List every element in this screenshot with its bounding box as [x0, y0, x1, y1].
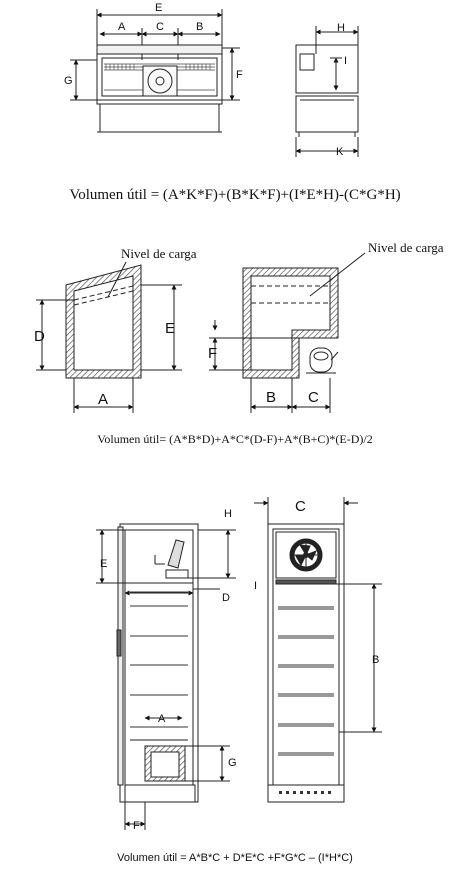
diagram3-side-view — [96, 523, 236, 830]
fan-icon — [289, 538, 323, 572]
diagram3-front-view — [254, 497, 382, 803]
label-F: F — [208, 345, 217, 362]
compressor-icon — [306, 347, 339, 374]
label-C: C — [295, 498, 306, 515]
fan-icon — [147, 68, 173, 94]
formula-1: Volumen útil = (A*K*F)+(B*K*F)+(I*E*H)-(… — [69, 187, 401, 203]
label-F: F — [133, 820, 140, 832]
label-I: I — [344, 55, 347, 67]
label-C: C — [308, 389, 319, 406]
label-G: G — [64, 75, 73, 87]
label-A: A — [158, 713, 166, 725]
label-D: D — [222, 592, 230, 604]
label-nivel-de-carga-right: Nivel de carga — [368, 240, 444, 255]
label-H: H — [337, 22, 345, 34]
diagram1-side-view — [295, 26, 359, 157]
label-I: I — [254, 580, 257, 592]
diagram1-labels: E A C B G F H I K — [64, 2, 347, 158]
label-G: G — [228, 757, 237, 769]
diagram2-labels: Nivel de carga Nivel de carga D E A F B … — [34, 240, 444, 408]
label-nivel-de-carga-left: Nivel de carga — [121, 246, 197, 261]
label-A: A — [98, 391, 108, 408]
label-E: E — [100, 558, 107, 570]
diagram2-left-section — [36, 261, 182, 413]
label-E: E — [165, 320, 175, 337]
label-K: K — [336, 146, 344, 158]
label-F: F — [236, 69, 243, 81]
label-E: E — [155, 2, 162, 14]
diagram3-labels: H C E I D B A G F — [100, 498, 379, 832]
formula-2: Volumen útil= (A*B*D)+A*C*(D-F)+A*(B+C)*… — [97, 432, 373, 446]
label-H: H — [224, 508, 232, 520]
label-C: C — [156, 21, 164, 33]
label-B: B — [266, 389, 276, 406]
formula-3: Volumen útil = A*B*C + D*E*C +F*G*C – (I… — [117, 852, 353, 864]
diagram2-right-section — [209, 252, 366, 413]
diagram1-front-view — [70, 9, 240, 133]
label-B: B — [196, 21, 203, 33]
label-B: B — [372, 654, 379, 666]
label-D: D — [34, 328, 45, 345]
label-A: A — [118, 21, 126, 33]
